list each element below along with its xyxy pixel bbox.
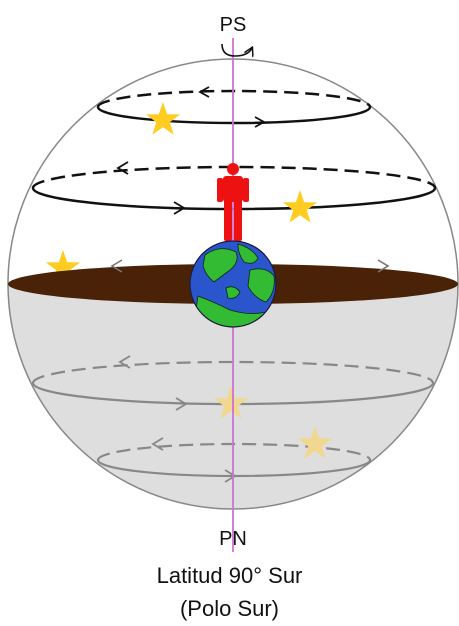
arrow-icon [198,86,210,98]
star-icon [282,190,318,223]
arrow-icon [116,161,129,175]
caption-title: Latitud 90° Sur [156,563,303,588]
arrow-icon [224,469,237,483]
bottom-pole-label: PN [219,528,247,550]
observer-figure [217,163,249,241]
star-icon [297,426,333,459]
arrow-icon [254,116,266,128]
arrow-icon [151,437,164,451]
arrow-icon [118,355,131,369]
earth-globe [189,240,277,328]
arrow-icon [175,397,188,411]
diurnal-circle-lower-2 [96,437,372,483]
rotation-arrow-icon [221,43,252,56]
caption-subtitle: (Polo Sur) [179,596,280,621]
star-icon [45,250,81,283]
star-icon [145,102,181,135]
star-icon [213,386,249,419]
arrow-icon [377,259,390,273]
arrow-icon [110,259,123,273]
top-pole-label: PS [220,14,247,36]
diurnal-circle-upper-1 [96,86,372,128]
arrow-icon [173,201,186,215]
